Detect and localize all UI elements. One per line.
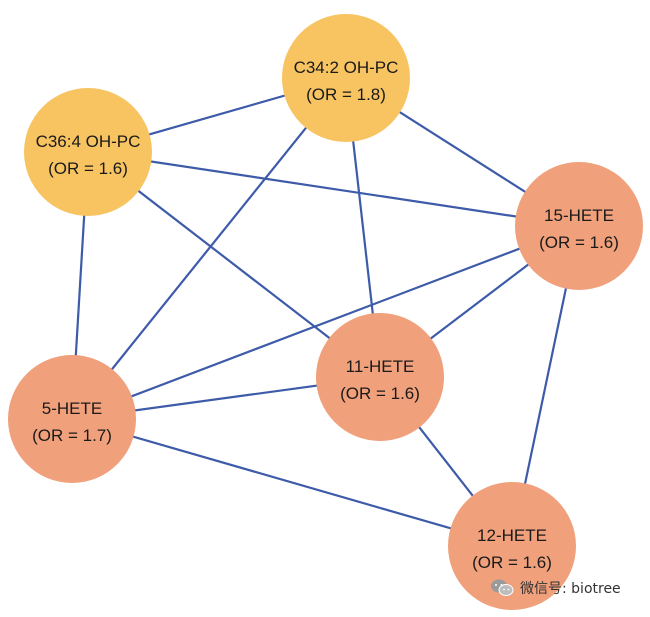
- node-h15: 15-HETE (OR = 1.6): [515, 162, 643, 290]
- node-name: C34:2 OH-PC: [294, 58, 399, 77]
- node-name: 5-HETE: [42, 399, 102, 418]
- wechat-icon: [491, 579, 514, 596]
- node-name: 11-HETE: [346, 357, 415, 376]
- node-circle: [24, 88, 152, 216]
- edge-h5-h12: [71, 417, 513, 548]
- node-name: C36:4 OH-PC: [36, 132, 141, 151]
- node-c36: C36:4 OH-PC (OR = 1.6): [24, 88, 152, 216]
- node-h11: 11-HETE (OR = 1.6): [316, 313, 444, 441]
- node-layer: C34:2 OH-PC (OR = 1.8) C36:4 OH-PC (OR = 1.…: [8, 14, 643, 610]
- node-circle: [8, 355, 136, 483]
- node-c34: C34:2 OH-PC (OR = 1.8): [282, 14, 410, 142]
- node-or-value: (OR = 1.6): [48, 159, 128, 178]
- node-or-value: (OR = 1.7): [32, 426, 112, 445]
- node-name: 15-HETE: [544, 206, 614, 225]
- node-circle: [448, 482, 576, 610]
- watermark: 微信号: biotree: [490, 578, 621, 598]
- node-circle: [282, 14, 410, 142]
- node-or-value: (OR = 1.6): [539, 233, 619, 252]
- edge-h15-h5: [71, 224, 580, 421]
- node-h5: 5-HETE (OR = 1.7): [8, 355, 136, 483]
- node-or-value: (OR = 1.6): [472, 553, 552, 572]
- edge-c36-h15: [87, 150, 580, 228]
- edge-c34-h5: [71, 77, 347, 420]
- node-name: 12-HETE: [477, 526, 547, 545]
- node-circle: [515, 162, 643, 290]
- watermark-text: 微信号: biotree: [520, 581, 621, 597]
- node-or-value: (OR = 1.6): [340, 384, 420, 403]
- node-h12: 12-HETE (OR = 1.6): [448, 482, 576, 610]
- node-or-value: (OR = 1.8): [306, 85, 386, 104]
- node-circle: [316, 313, 444, 441]
